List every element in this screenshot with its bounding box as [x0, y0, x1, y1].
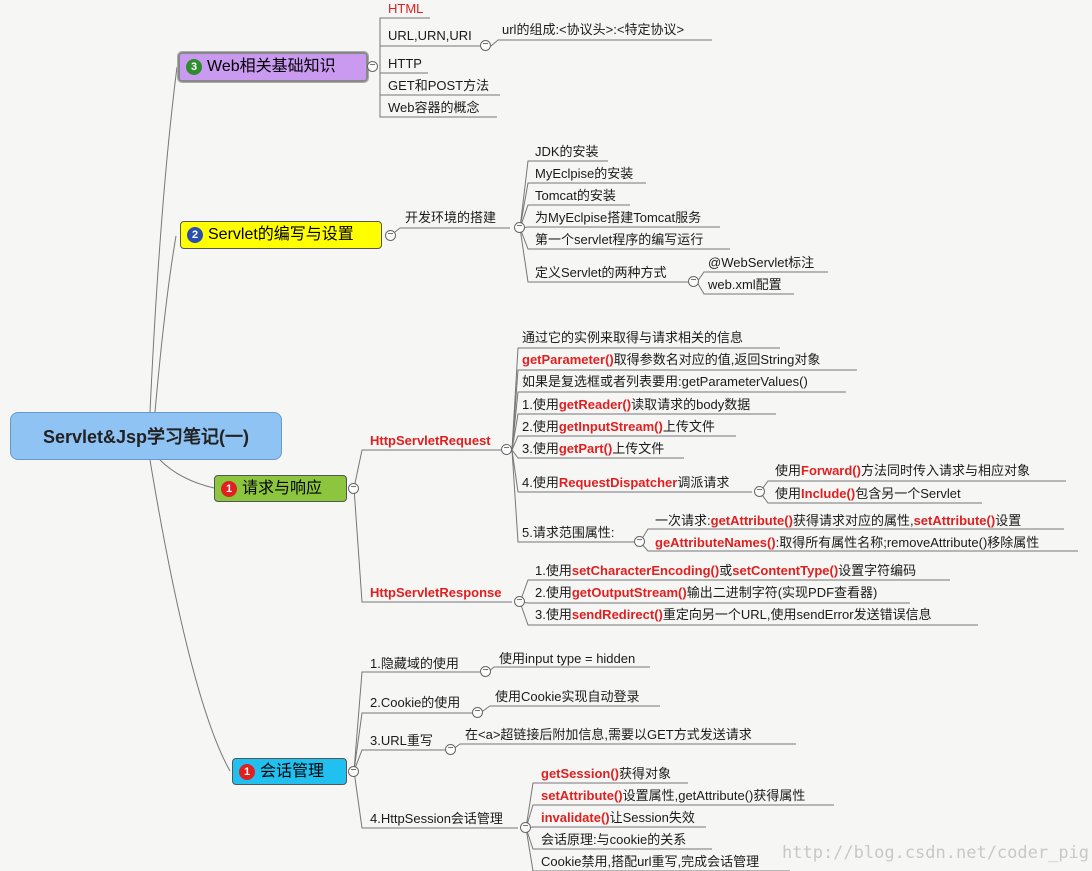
topic-session-label: 会话管理	[260, 763, 325, 780]
session-item-4: 4.HttpSession会话管理	[370, 811, 503, 826]
collapse-ways-icon[interactable]: −	[688, 276, 699, 287]
env-item-4: 为MyEclpise搭建Tomcat服务	[535, 210, 702, 225]
priority-2-icon: 2	[187, 227, 203, 243]
web-item-html: HTML	[388, 1, 424, 16]
collapse-servlet-icon[interactable]: −	[385, 230, 396, 241]
web-item-http: HTTP	[388, 56, 422, 71]
collapse-s1-icon[interactable]: −	[480, 666, 491, 677]
hs-item-3: invalidate()让Session失效	[541, 810, 695, 825]
collapse-s3-icon[interactable]: −	[445, 744, 456, 755]
req-item-4: 1.使用getReader()读取请求的body数据	[522, 397, 751, 412]
topic-servlet-label: Servlet的编写与设置	[208, 226, 354, 243]
req-title: HttpServletRequest	[370, 433, 491, 448]
root-topic[interactable]: Servlet&Jsp学习笔记(一)	[10, 412, 282, 460]
env-item-2: MyEclpise的安装	[535, 166, 634, 181]
dispatch-include: 使用Include()包含另一个Servlet	[775, 486, 961, 501]
topic-servlet[interactable]: 2 Servlet的编写与设置	[180, 221, 382, 249]
web-item-container: Web容器的概念	[388, 100, 480, 115]
collapse-s2-icon[interactable]: −	[472, 707, 483, 718]
topic-request-label: 请求与响应	[242, 480, 323, 497]
hs-item-4: 会话原理:与cookie的关系	[541, 832, 687, 847]
resp-item-3: 3.使用sendRedirect()重定向另一个URL,使用sendError发…	[535, 607, 932, 622]
collapse-env-icon[interactable]: −	[514, 222, 525, 233]
session-note-2: 使用Cookie实现自动登录	[495, 689, 640, 704]
way-webxml: web.xml配置	[708, 277, 782, 292]
resp-item-1: 1.使用setCharacterEncoding()或setContentTyp…	[535, 563, 917, 578]
collapse-resp-icon[interactable]: −	[514, 596, 525, 607]
req-item-2: getParameter()取得参数名对应的值,返回String对象	[522, 352, 821, 367]
topic-web-basics[interactable]: 3 Web相关基础知识	[177, 51, 369, 83]
env-item-6: 定义Servlet的两种方式	[535, 265, 667, 280]
collapse-web-icon[interactable]: −	[367, 61, 378, 72]
web-item-uri: URL,URN,URI	[388, 28, 472, 43]
env-item-1: JDK的安装	[535, 144, 599, 159]
req-item-7: 4.使用RequestDispatcher调派请求	[522, 475, 730, 490]
req-item-8: 5.请求范围属性:	[522, 525, 615, 540]
hs-item-5: Cookie禁用,搭配url重写,完成会话管理	[541, 854, 760, 869]
env-item-3: Tomcat的安装	[535, 188, 616, 203]
hs-item-1: getSession()获得对象	[541, 766, 672, 781]
watermark: http://blog.csdn.net/coder_pig	[782, 843, 1090, 863]
priority-3-icon: 3	[186, 59, 202, 75]
env-item-5: 第一个servlet程序的编写运行	[535, 232, 704, 247]
priority-1-session-icon: 1	[239, 764, 255, 780]
uri-note: url的组成:<协议头>:<特定协议>	[502, 22, 685, 37]
dispatch-forward: 使用Forward()方法同时传入请求与相应对象	[775, 463, 1030, 478]
topic-web-label: Web相关基础知识	[207, 58, 336, 75]
scope-item-2: geAttributeNames():取得所有属性名称;removeAttrib…	[655, 535, 1040, 550]
session-item-3: 3.URL重写	[370, 733, 433, 748]
collapse-request-icon[interactable]: −	[348, 483, 359, 494]
collapse-req-icon[interactable]: −	[501, 444, 512, 455]
topic-session[interactable]: 1 会话管理	[232, 758, 347, 785]
req-item-3: 如果是复选框或者列表要用:getParameterValues()	[522, 374, 808, 389]
hs-item-2: setAttribute()设置属性,getAttribute()获得属性	[541, 788, 806, 803]
resp-item-2: 2.使用getOutputStream()输出二进制字符(实现PDF查看器)	[535, 585, 878, 600]
collapse-dispatch-icon[interactable]: −	[754, 486, 765, 497]
session-note-1: 使用input type = hidden	[499, 651, 636, 666]
req-item-5: 2.使用getInputStream()上传文件	[522, 419, 715, 434]
topic-request-response[interactable]: 1 请求与响应	[214, 475, 347, 502]
way-annotation: @WebServlet标注	[708, 255, 815, 270]
req-item-1: 通过它的实例来取得与请求相关的信息	[522, 330, 744, 345]
session-item-2: 2.Cookie的使用	[370, 695, 461, 710]
session-note-3: 在<a>超链接后附加信息,需要以GET方式发送请求	[465, 727, 752, 742]
web-item-getpost: GET和POST方法	[388, 78, 490, 93]
collapse-uri-icon[interactable]: −	[480, 40, 491, 51]
servlet-env: 开发环境的搭建	[405, 210, 497, 225]
collapse-session-icon[interactable]: −	[348, 766, 359, 777]
session-item-1: 1.隐藏域的使用	[370, 656, 459, 671]
priority-1-icon: 1	[221, 481, 237, 497]
collapse-s4-icon[interactable]: −	[520, 822, 531, 833]
req-item-6: 3.使用getPart()上传文件	[522, 441, 665, 456]
scope-item-1: 一次请求:getAttribute()获得请求对应的属性,setAttribut…	[655, 513, 1022, 528]
resp-title: HttpServletResponse	[370, 585, 502, 600]
collapse-scope-icon[interactable]: −	[634, 536, 645, 547]
